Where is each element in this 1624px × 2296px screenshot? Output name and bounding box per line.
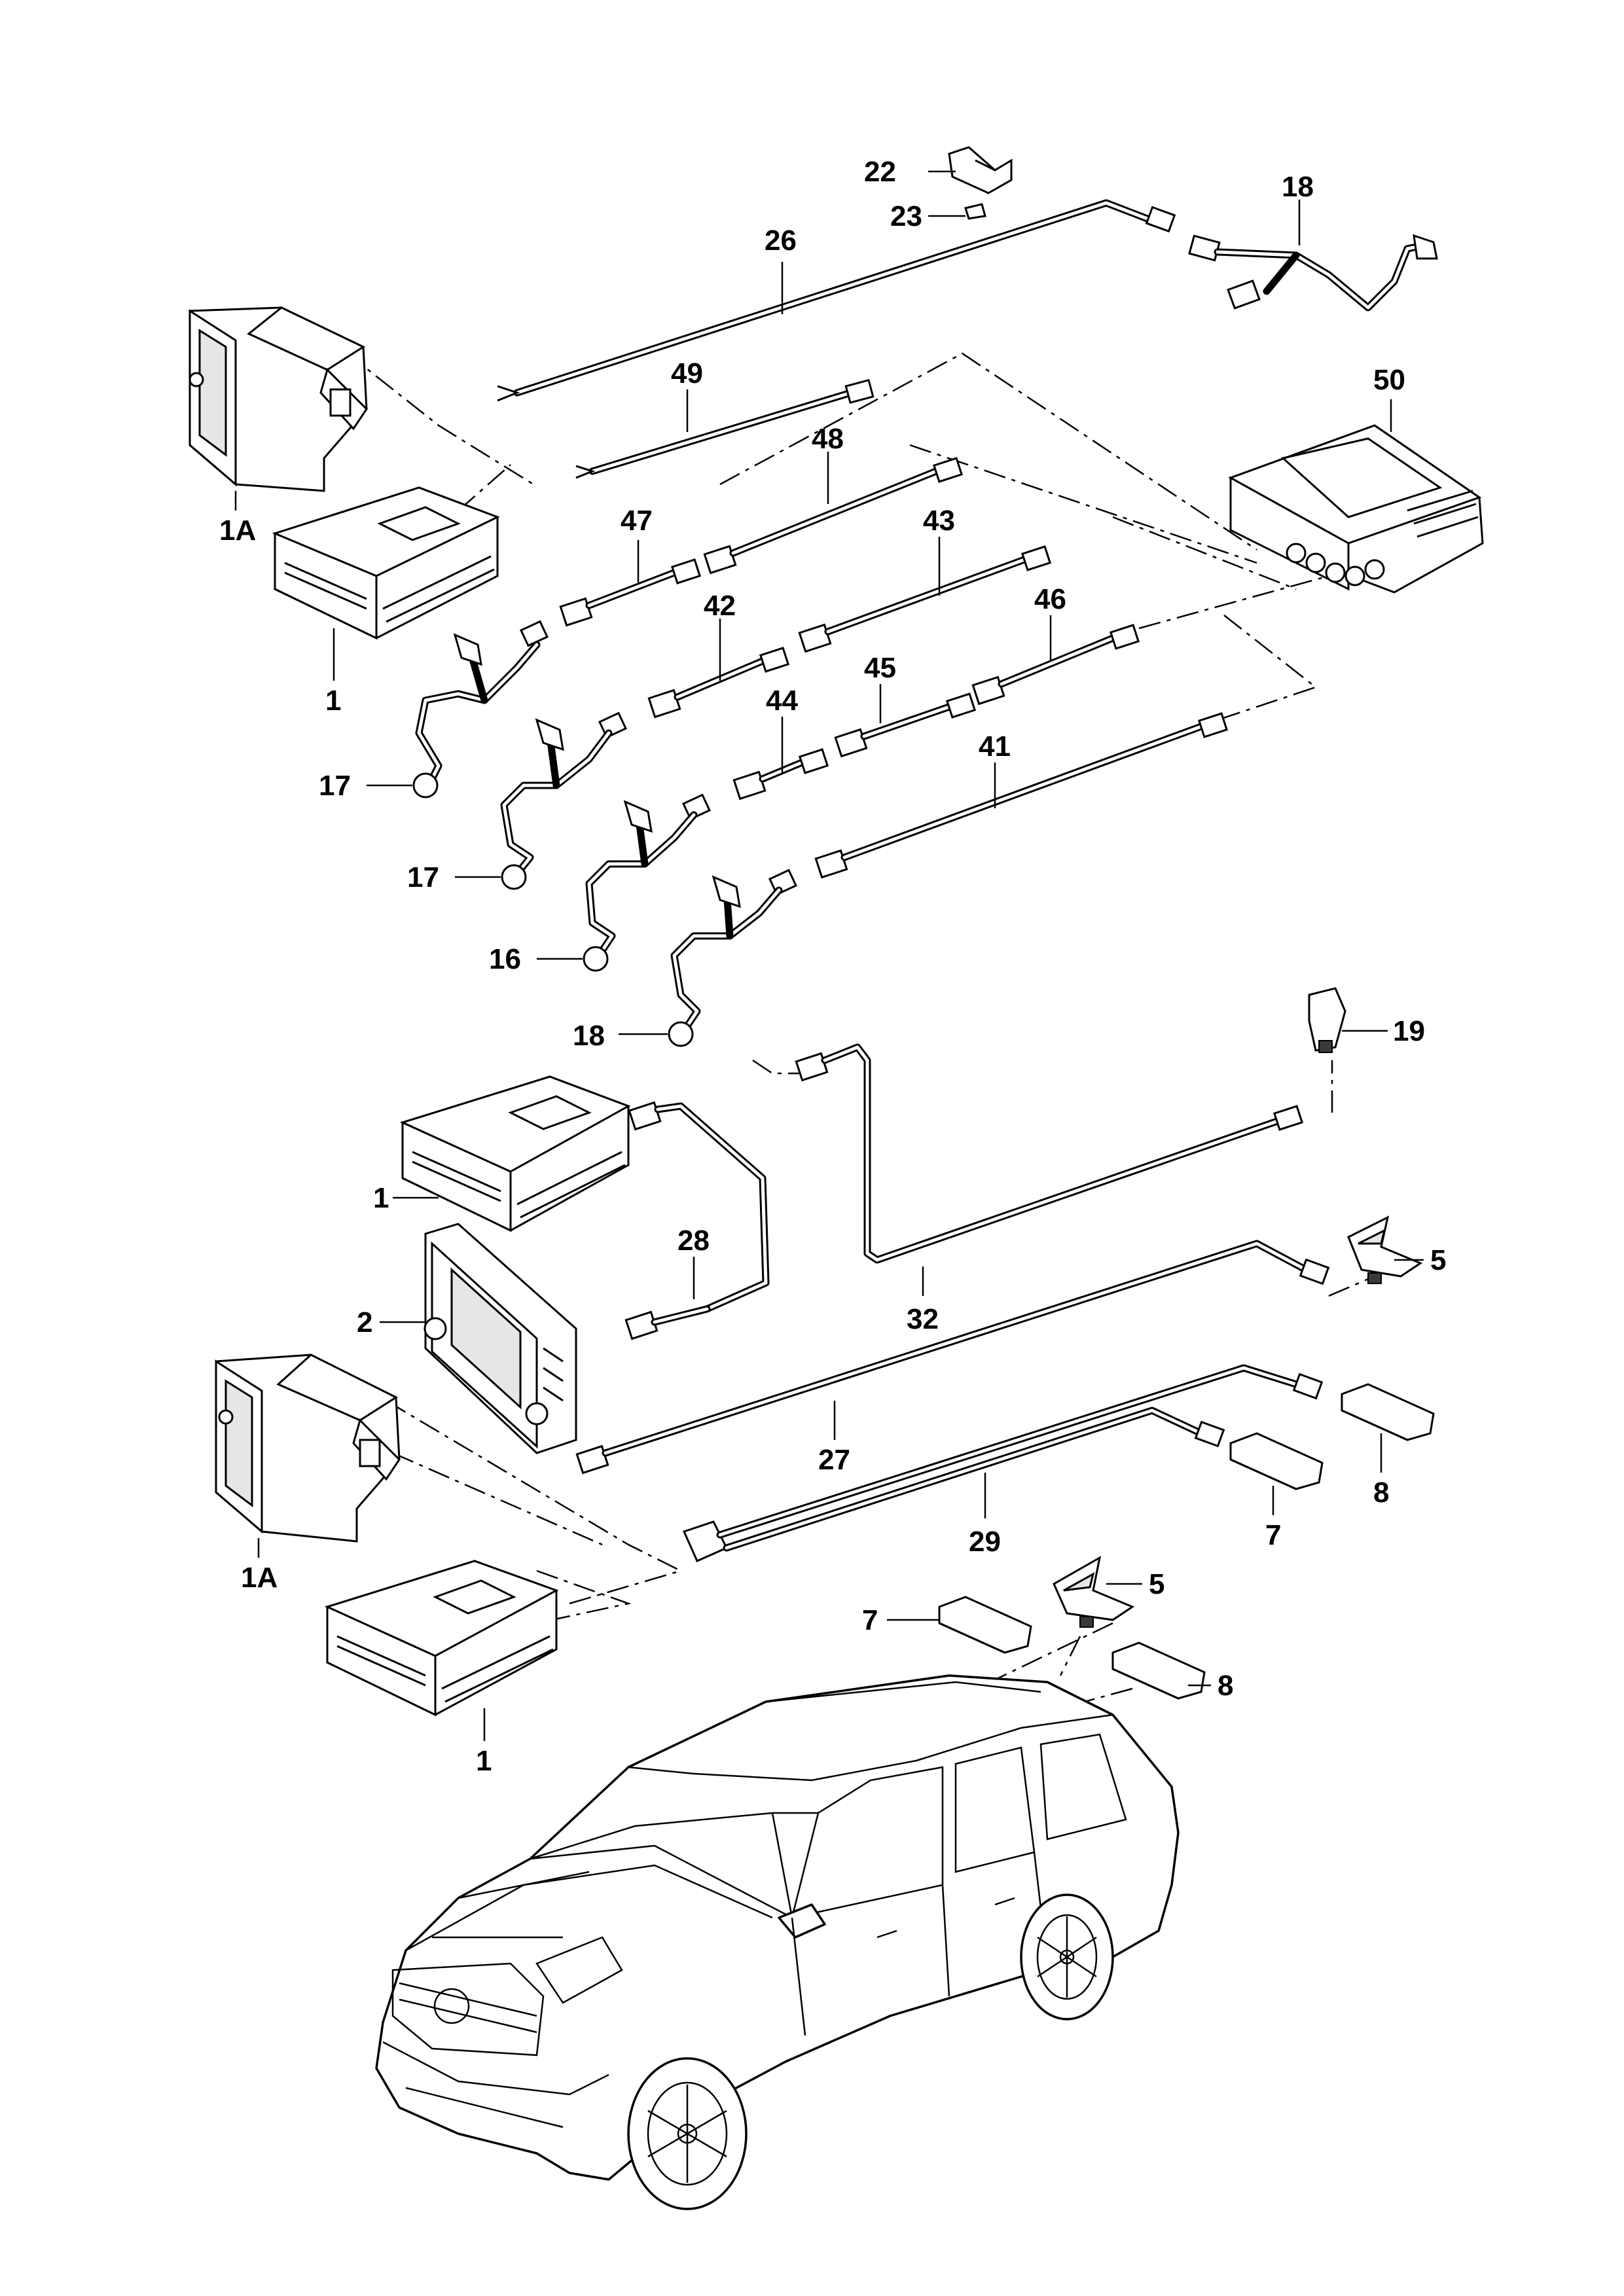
- callout-22: 22: [864, 156, 896, 188]
- harness-17-a: [412, 620, 549, 798]
- cable-49: [575, 378, 875, 479]
- cable-48: [703, 457, 964, 575]
- callout-29: 29: [969, 1526, 1001, 1558]
- callout-19: 19: [1393, 1015, 1425, 1047]
- callout-17-b: 17: [407, 861, 439, 893]
- callout-50: 50: [1373, 364, 1405, 396]
- callout-23: 23: [890, 200, 922, 232]
- assignment-lines: [314, 327, 1375, 1722]
- control-unit-50: [1228, 424, 1484, 594]
- cable-27: [575, 1240, 1330, 1475]
- harness-18-top: [1188, 234, 1438, 312]
- cable-45: [834, 692, 977, 758]
- connector-19: [1308, 987, 1346, 1053]
- cable-46: [971, 624, 1140, 706]
- cable-44: [732, 748, 829, 800]
- callout-32: 32: [907, 1303, 939, 1335]
- clip-23: [964, 203, 986, 220]
- callout-28: 28: [677, 1225, 710, 1257]
- callout-7-bottom: 7: [862, 1604, 878, 1636]
- harness-18-bottom: [668, 869, 797, 1047]
- callout-41: 41: [979, 730, 1011, 762]
- callout-46: 46: [1034, 583, 1066, 615]
- roof-antenna-5-bottom: [1053, 1556, 1135, 1628]
- module-7-bottom: [938, 1596, 1032, 1654]
- callout-18-bottom: 18: [573, 1020, 605, 1052]
- callout-1a-top: 1A: [219, 514, 256, 547]
- callout-8-top: 8: [1373, 1477, 1389, 1509]
- callout-5-top: 5: [1430, 1244, 1446, 1276]
- callout-48: 48: [812, 423, 844, 455]
- cable-28: [624, 1101, 770, 1340]
- cable-43: [798, 545, 1052, 653]
- callout-17-a: 17: [319, 770, 351, 802]
- cable-26: [497, 199, 1176, 402]
- callout-27: 27: [818, 1444, 850, 1476]
- callout-16: 16: [489, 943, 521, 975]
- roof-antenna-5-top: [1347, 1215, 1423, 1284]
- radio-unit-1-bottom: [324, 1560, 559, 1717]
- callout-2: 2: [357, 1306, 372, 1338]
- callout-18-top: 18: [1282, 171, 1314, 203]
- callout-7-top: 7: [1265, 1519, 1281, 1551]
- leader-lines: [234, 170, 1424, 1741]
- cable-41: [814, 712, 1229, 879]
- harness-17-b: [500, 711, 627, 890]
- callout-26: 26: [765, 224, 797, 257]
- cable-32: [795, 1043, 1304, 1264]
- cable-29: [682, 1364, 1324, 1562]
- clip-22: [948, 146, 1013, 194]
- radio-unit-1-top: [272, 486, 500, 640]
- callout-1a-bottom: 1A: [241, 1562, 278, 1594]
- head-unit-2: [424, 1223, 577, 1454]
- callout-49: 49: [671, 357, 703, 389]
- callout-1-middle: 1: [373, 1182, 389, 1214]
- harness-16: [583, 793, 711, 972]
- module-7-top: [1229, 1432, 1324, 1490]
- cable-47: [559, 558, 702, 627]
- callout-8-bottom: 8: [1218, 1670, 1233, 1702]
- callout-44: 44: [766, 685, 798, 717]
- module-8-top: [1341, 1383, 1435, 1441]
- navigation-display-1a-bottom: [215, 1354, 401, 1543]
- radio-unit-1-middle: [399, 1075, 631, 1232]
- module-8-bottom: [1111, 1641, 1206, 1700]
- callout-5-bottom: 5: [1149, 1568, 1164, 1600]
- callout-43: 43: [923, 505, 955, 537]
- callout-1-top: 1: [325, 685, 341, 717]
- callout-numbers: 1A 1 17 17 16 18 18 22 23 26 49 48 47 43…: [219, 156, 1446, 1777]
- callout-1-bottom: 1: [476, 1745, 492, 1777]
- callout-42: 42: [704, 590, 736, 622]
- callout-45: 45: [864, 652, 896, 684]
- callout-47: 47: [621, 505, 653, 537]
- vehicle-illustration: [375, 1674, 1180, 2210]
- navigation-display-1a-top: [189, 306, 368, 492]
